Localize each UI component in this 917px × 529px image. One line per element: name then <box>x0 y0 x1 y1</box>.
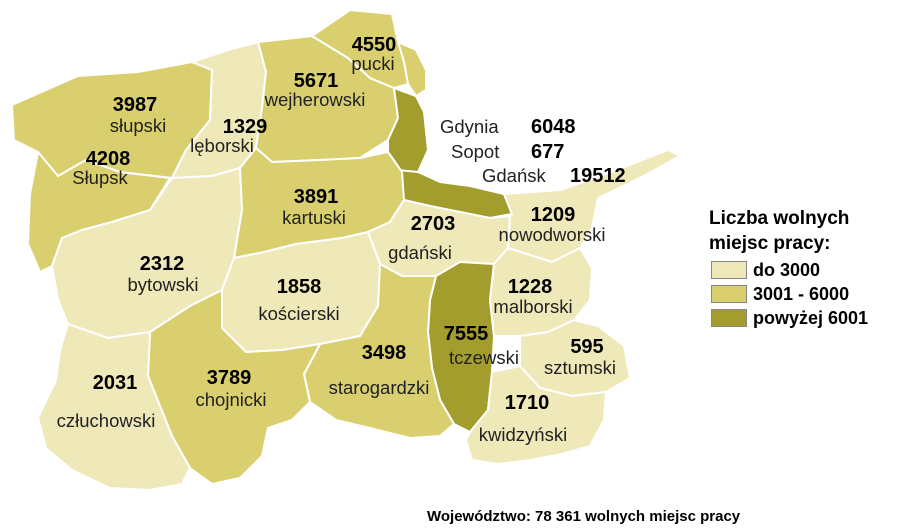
region-kwidzynski[interactable] <box>465 365 607 465</box>
label-name-malborski: malborski <box>493 296 572 317</box>
label-value-sztumski: 595 <box>570 336 603 358</box>
label-value-malborski: 1228 <box>508 276 553 298</box>
region-pucki[interactable] <box>311 9 409 89</box>
label-name-sztumski: sztumski <box>544 357 616 378</box>
label-value-wejherowski: 5671 <box>294 70 339 92</box>
label-value-czluchowski: 2031 <box>93 372 138 394</box>
label-name-czluchowski: człuchowski <box>57 410 156 431</box>
label-value-nowodworski: 1209 <box>531 204 576 226</box>
label-name-bytowski: bytowski <box>128 274 199 295</box>
label-value-sopot: 677 <box>531 141 564 163</box>
label-name-wejherowski: wejherowski <box>264 89 366 110</box>
legend-label-high: powyżej 6001 <box>753 307 869 328</box>
legend-swatch-high <box>711 309 747 327</box>
label-value-gdanski: 2703 <box>411 213 456 235</box>
label-value-slupsk: 4208 <box>86 148 131 170</box>
map-legend: Liczba wolnych miejsc pracy: do 3000 300… <box>709 206 868 330</box>
label-value-slupski: 3987 <box>113 94 158 116</box>
label-value-kartuski: 3891 <box>294 186 339 208</box>
label-name-starogardzki: starogardzki <box>329 377 430 398</box>
label-name-slupsk: Słupsk <box>72 167 128 188</box>
label-value-gdynia: 6048 <box>531 116 576 138</box>
region-nowodworski[interactable] <box>503 149 681 263</box>
label-value-leborski: 1329 <box>223 116 268 138</box>
legend-title-line1: Liczba wolnych <box>709 208 850 229</box>
label-value-tczewski: 7555 <box>444 323 489 345</box>
legend-swatch-mid <box>711 285 747 303</box>
legend-item-high: powyżej 6001 <box>711 306 868 330</box>
label-value-koscierski: 1858 <box>277 276 322 298</box>
label-value-chojnicki: 3789 <box>207 367 252 389</box>
label-name-gdansk: Gdańsk <box>482 165 547 186</box>
voivodeship-total: Województwo: 78 361 wolnych miejsc pracy <box>427 508 741 525</box>
legend-title-line2: miejsc pracy: <box>709 233 831 254</box>
label-name-chojnicki: chojnicki <box>196 389 267 410</box>
label-name-nowodworski: nowodworski <box>499 224 606 245</box>
legend-swatch-low <box>711 261 747 279</box>
label-name-kartuski: kartuski <box>282 207 346 228</box>
label-name-pucki: pucki <box>351 53 394 74</box>
legend-label-mid: 3001 - 6000 <box>753 283 850 304</box>
label-name-sopot: Sopot <box>451 141 499 162</box>
region-starogardzki[interactable] <box>303 263 455 439</box>
label-value-starogardzki: 3498 <box>362 342 407 364</box>
label-name-gdynia: Gdynia <box>440 116 499 137</box>
label-name-slupski: słupski <box>110 115 167 136</box>
label-value-bytowski: 2312 <box>140 253 185 275</box>
label-name-gdanski: gdański <box>388 242 452 263</box>
region-czluchowski[interactable] <box>37 323 191 491</box>
label-name-leborski: lęborski <box>190 135 254 156</box>
legend-item-low: do 3000 <box>711 258 868 282</box>
label-name-tczewski: tczewski <box>449 347 519 368</box>
legend-item-mid: 3001 - 6000 <box>711 282 868 306</box>
label-value-gdansk: 19512 <box>570 165 626 187</box>
label-value-pucki: 4550 <box>352 34 397 56</box>
label-name-koscierski: kościerski <box>258 303 339 324</box>
region-malborski[interactable] <box>489 247 593 337</box>
label-name-kwidzynski: kwidzyński <box>479 424 567 445</box>
legend-label-low: do 3000 <box>753 259 821 280</box>
label-value-kwidzynski: 1710 <box>505 392 550 414</box>
